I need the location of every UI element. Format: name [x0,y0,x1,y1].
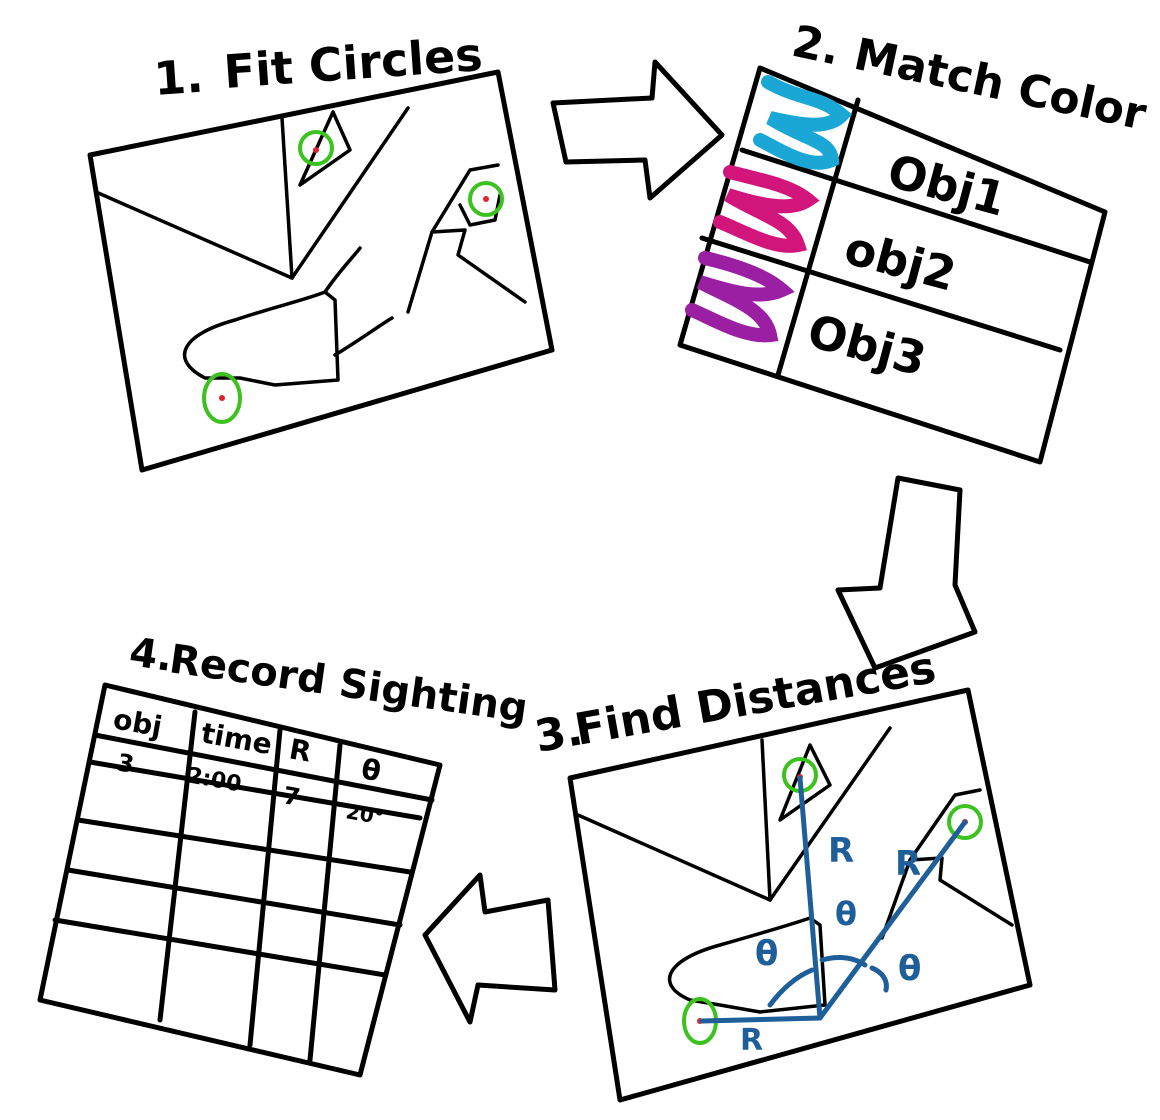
arrow-step2-to-step3 [835,475,978,671]
color-table-label-3: Obj3 [802,303,932,386]
step-1-fit-circle-top [298,130,334,166]
step-1-fit-circle-right [468,181,504,217]
distance-line-3 [699,1015,823,1024]
sighting-header-r: R [287,732,314,768]
step-2-number: 2. [788,16,845,76]
arrow-step3-to-step4 [422,872,558,1025]
color-table-label-2: obj2 [839,220,961,301]
step-1-title: Fit Circles [222,27,484,99]
step-4-number: 4. [127,629,176,681]
sighting-table-frame [37,682,443,1078]
color-swatch-1 [753,75,853,170]
step-1-fit-circle-bottom [202,372,242,424]
color-swatch-2 [713,165,820,253]
step-3-number: 3. [531,704,586,762]
step-1-corner-lines [94,116,294,280]
sighting-header-theta: θ [359,752,384,788]
step-1-sketch [87,69,555,473]
step-1-sign [298,110,352,187]
color-table: Obj1 obj2 Obj3 [677,65,1108,465]
radius-label-2: R [895,844,921,884]
step-1-heading: 1. Fit Circles [152,27,484,106]
step-1-number: 1. [152,49,205,106]
distance-line-1 [797,775,823,1021]
sighting-cell-r: 7 [281,781,302,811]
step-3-sketch: R R R θ θ θ [567,687,1033,1103]
radius-label-3: R [740,1023,763,1058]
sighting-cell-theta: 20° [344,799,385,829]
step-4-heading: 4. Record Sighting [127,629,531,732]
radius-label-1: R [828,831,854,871]
step-4-title: Record Sighting [167,636,531,732]
sighting-table: obj time R θ 3 2:00 7 20° [37,682,443,1078]
angle-label-2: θ [835,895,857,933]
arrow-step1-to-step2 [550,59,725,201]
step-1-frame [87,69,555,473]
step-1-shoe [182,290,340,387]
step-3-frame [567,687,1033,1103]
color-swatch-3 [685,251,795,343]
angle-label-3: θ [898,949,921,989]
sighting-cell-obj: 3 [115,748,136,778]
sighting-cell-time: 2:00 [185,763,243,797]
distance-line-2 [817,819,968,1021]
angle-label-1: θ [755,934,778,974]
